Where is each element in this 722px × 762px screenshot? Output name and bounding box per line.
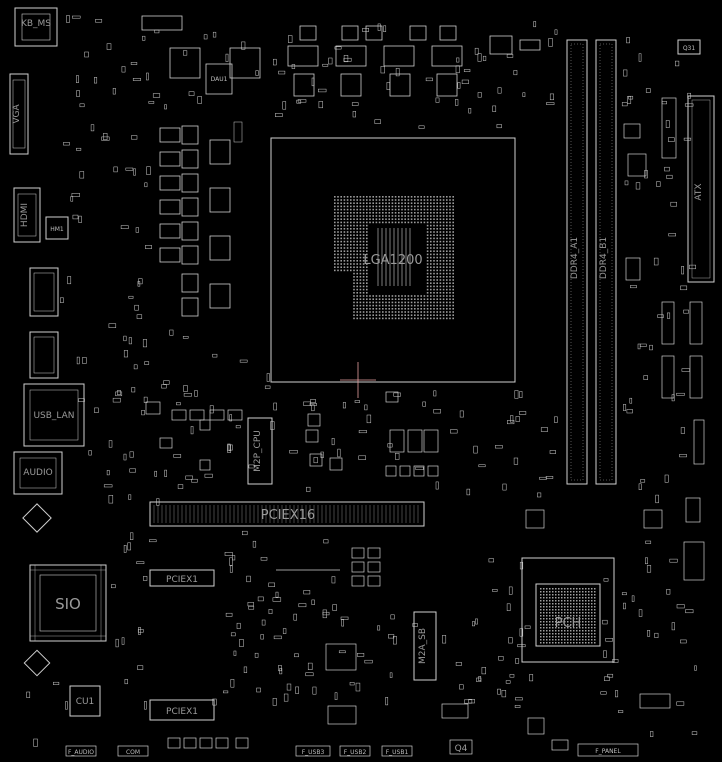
audio-port[interactable]: AUDIO: [13, 451, 63, 495]
pciex1-slot-lower[interactable]: PCIEX1: [149, 699, 215, 721]
svg-text:KB_MS: KB_MS: [21, 19, 51, 29]
right-edge-parts: [623, 97, 705, 581]
svg-text:M2P_CPU: M2P_CPU: [253, 430, 263, 472]
svg-text:PCIEX1: PCIEX1: [166, 707, 198, 717]
m2p-cpu-slot[interactable]: M2P_CPU: [247, 417, 273, 485]
f-usb2-header[interactable]: F_USB2: [339, 745, 371, 757]
svg-text:F_USB1: F_USB1: [386, 749, 409, 756]
pch-pin-array: [540, 588, 596, 644]
svg-text:F_USB3: F_USB3: [302, 749, 325, 756]
svg-text:SIO: SIO: [55, 595, 81, 613]
mid-center-components: [305, 391, 439, 477]
cpu-socket-label: LGA1200: [363, 253, 422, 268]
f-usb1-header[interactable]: F_USB1: [381, 745, 413, 757]
svg-text:HM1: HM1: [50, 226, 64, 233]
smd-components: [26, 15, 698, 747]
diamond-chip-left-lower: [23, 649, 51, 677]
usb-lan-port[interactable]: USB_LAN: [23, 383, 85, 447]
cu1-chip: CU1: [69, 685, 101, 717]
svg-text:Q4: Q4: [455, 744, 468, 754]
pciex16-slot[interactable]: PCIEX16: [149, 501, 425, 527]
f-panel-header[interactable]: F_PANEL: [577, 743, 639, 757]
svg-text:DDR4_A1: DDR4_A1: [570, 237, 580, 279]
m2a-sb-slot[interactable]: M2A_SB: [413, 611, 437, 681]
vrm-left-column: [159, 121, 243, 317]
f-audio-header[interactable]: F_AUDIO: [65, 745, 97, 757]
cpu-pin-array: [334, 196, 454, 320]
ddr4-a1-slot[interactable]: DDR4_A1: [566, 39, 588, 485]
pciex16-pins: [153, 505, 419, 523]
kb-ms-port[interactable]: KB_MS: [14, 7, 58, 47]
svg-text:HDMI: HDMI: [20, 203, 30, 227]
svg-text:ATX: ATX: [694, 183, 704, 200]
hdmi-port[interactable]: HDMI: [13, 187, 41, 243]
svg-text:PCH: PCH: [555, 616, 582, 631]
vga-port[interactable]: VGA: [9, 73, 29, 155]
svg-text:USB_LAN: USB_LAN: [33, 411, 74, 421]
pciex1-slot-upper[interactable]: PCIEX1: [149, 569, 215, 587]
ddr4-b1-slot[interactable]: DDR4_B1: [595, 39, 617, 485]
svg-text:Q31: Q31: [683, 45, 696, 52]
q31-chip: Q31: [677, 39, 701, 55]
com-header[interactable]: COM: [117, 745, 149, 757]
cpu-socket: LGA1200: [270, 137, 516, 398]
svg-text:M2A_SB: M2A_SB: [418, 628, 428, 664]
svg-text:F_USB2: F_USB2: [344, 749, 367, 756]
svg-text:COM: COM: [126, 749, 140, 756]
svg-text:F_AUDIO: F_AUDIO: [68, 749, 94, 756]
atx-power-connector[interactable]: ATX: [687, 95, 715, 283]
svg-text:F_PANEL: F_PANEL: [595, 748, 621, 755]
svg-text:CU1: CU1: [76, 697, 95, 707]
hm1-chip: HM1: [45, 216, 69, 240]
usb-port-lower[interactable]: [29, 331, 59, 379]
svg-text:PCIEX1: PCIEX1: [166, 575, 198, 585]
q4-chip: Q4: [449, 739, 473, 755]
mid-lower-grid: [276, 547, 469, 725]
usb-port-upper[interactable]: [29, 267, 59, 317]
svg-text:DAU1: DAU1: [211, 76, 228, 83]
svg-text:AUDIO: AUDIO: [23, 468, 52, 478]
vrm-top-block: DAU1: [141, 15, 541, 97]
pch-chip: PCH: [521, 557, 615, 663]
right-lower-components: [525, 509, 671, 735]
f-usb3-header[interactable]: F_USB3: [295, 745, 331, 757]
sio-chip: SIO: [29, 564, 107, 642]
svg-text:PCIEX16: PCIEX16: [261, 508, 315, 523]
mid-left-components: [145, 401, 243, 471]
bottom-headers: F_AUDIO COM F_USB3 F_USB2 F_USB1 Q4 F_PA…: [65, 737, 639, 757]
svg-text:VGA: VGA: [12, 104, 22, 124]
diamond-chip-left-upper: [22, 503, 52, 533]
svg-text:DDR4_B1: DDR4_B1: [599, 237, 609, 279]
